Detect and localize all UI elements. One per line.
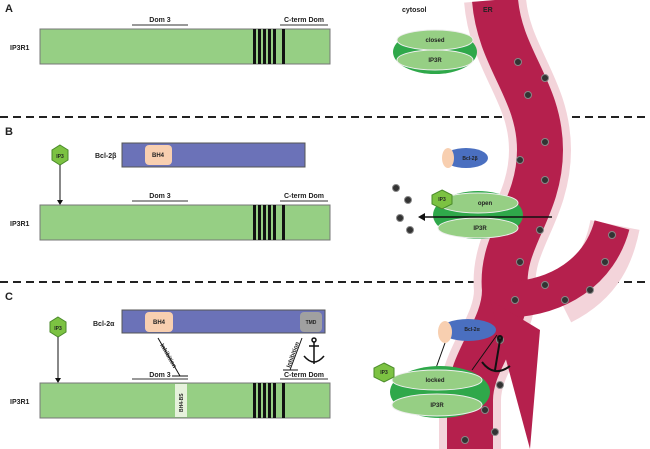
ip3r-locked: locked IP3R IP3 [373,362,490,418]
panel-b-letter: B [5,126,13,138]
svg-text:IP3: IP3 [438,197,446,203]
svg-text:IP3: IP3 [380,370,388,376]
bh4-label: BH4 [152,153,165,159]
bcl2a-protein: Bcl-2α [435,319,511,373]
svg-text:open: open [478,201,493,207]
er-label: ER [483,7,493,14]
svg-text:IP3R: IP3R [428,58,442,64]
cytosol-label: cytosol [402,7,427,14]
inhibition-line [157,337,181,377]
dom3-label: Dom 3 [149,193,171,200]
svg-text:IP3R: IP3R [473,226,487,232]
arrow [55,378,61,383]
tmd-label: TMD [306,320,317,326]
svg-text:closed: closed [425,38,444,44]
svg-text:IP3R: IP3R [430,403,444,409]
bh4-domain [145,145,172,165]
protein-label: IP3R1 [10,221,30,228]
calcium-ions [392,58,616,444]
panel-c-letter: C [5,291,13,303]
tmd-domain [300,312,322,332]
anchor-icon [481,335,511,373]
dom3-label: Dom 3 [149,372,171,379]
panel-a-letter: A [5,3,13,15]
cterm-label: C-term Dom [284,372,324,379]
inhibition-line [289,337,303,371]
ip3-label: IP3 [54,326,62,332]
protein-label: IP3R1 [10,399,30,406]
ip3r-closed: closed IP3R [393,29,477,74]
ip3r1-bar [39,28,331,65]
bh4-label: BH4 [153,320,166,326]
bcl2b-label: Bcl-2β [95,153,117,160]
bcl2b-protein: Bcl-2β [442,148,488,168]
dom3-label: Dom 3 [149,17,171,24]
cterm-label: C-term Dom [284,17,324,24]
svg-text:locked: locked [425,378,444,384]
cterm-label: C-term Dom [284,193,324,200]
inhibition-label: Inhibition [158,343,177,370]
anchor-icon [303,337,325,364]
svg-text:Bcl-2β: Bcl-2β [462,156,477,162]
bh4-domain [145,312,173,332]
ip3r-open: open IP3R IP3 [418,189,552,239]
bcl2a-label: Bcl-2α [93,321,115,328]
bh4-bs-label: BH4-BS [179,393,185,412]
ip3r1-bar [39,204,331,241]
svg-text:Bcl-2α: Bcl-2α [464,327,480,333]
inhibition-label: Inhibition [286,341,301,369]
bh4-bs-region [175,384,187,417]
protein-label: IP3R1 [10,45,30,52]
ip3-label: IP3 [56,154,64,160]
